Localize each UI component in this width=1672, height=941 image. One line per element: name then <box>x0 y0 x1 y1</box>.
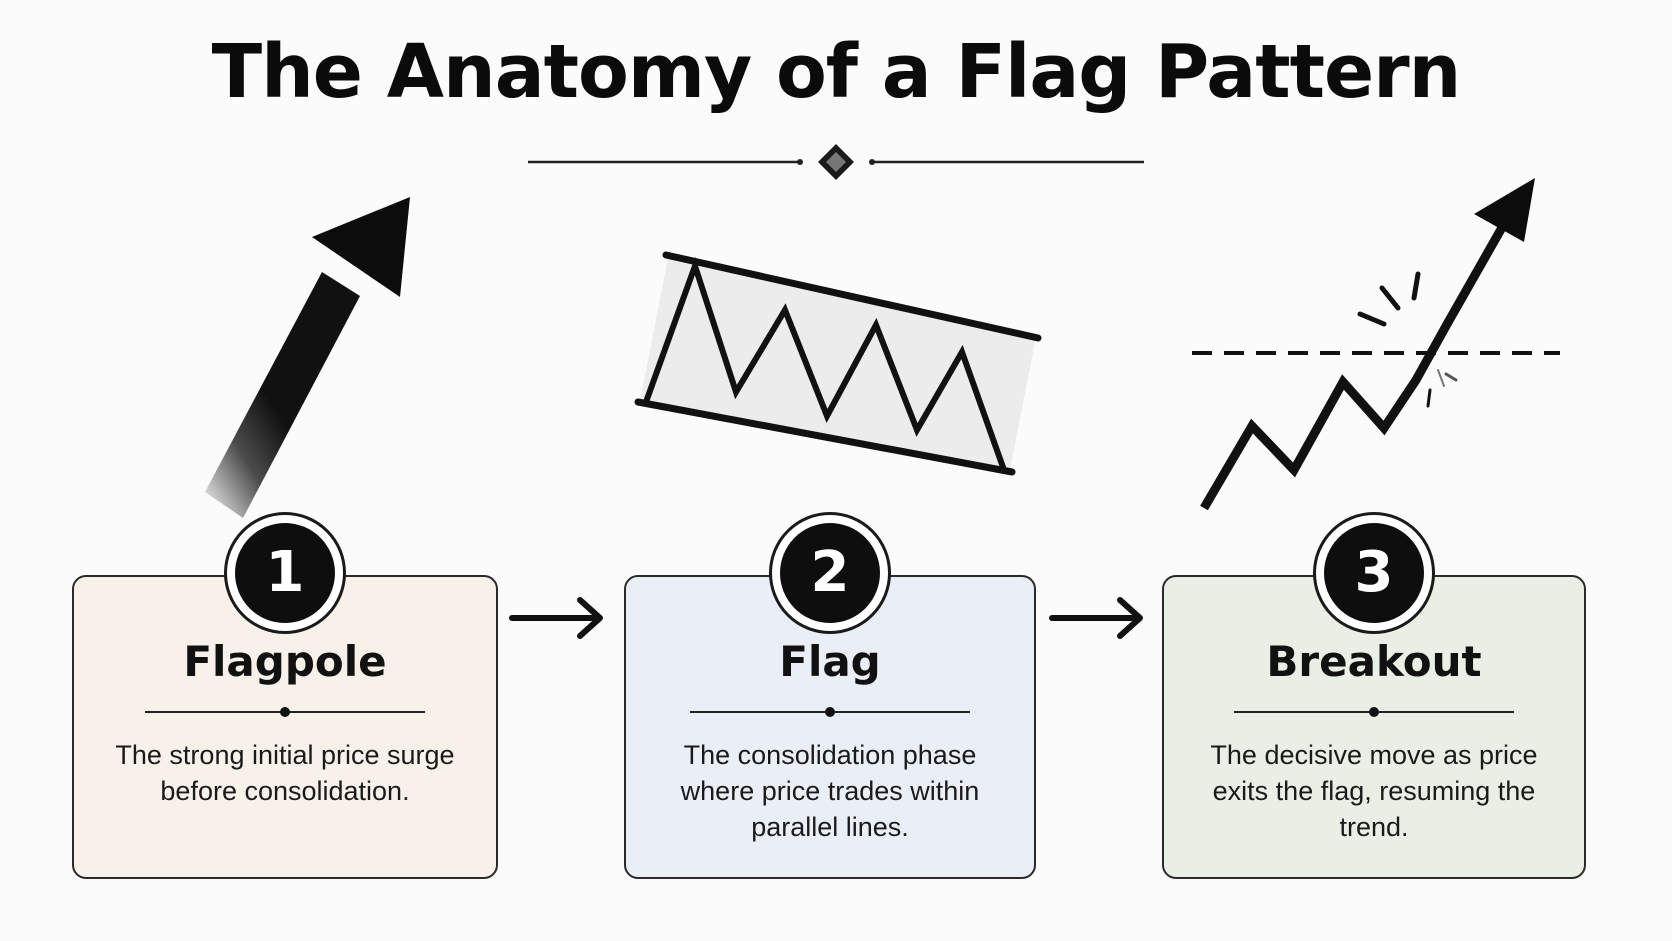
page-title: The Anatomy of a Flag Pattern <box>211 29 1462 115</box>
step-description: The decisive move as price exits the fla… <box>1210 740 1538 842</box>
diamond-ornament-icon <box>818 144 854 180</box>
step-divider <box>690 707 970 717</box>
step-number: 3 <box>1324 523 1424 623</box>
right-arrow-icon <box>1049 597 1143 639</box>
step-title: Flag <box>779 637 881 686</box>
step-number-badge: 1 <box>224 512 346 634</box>
flagpole-arrow-icon <box>205 197 410 518</box>
step-card-flagpole: 1 Flagpole The strong initial price surg… <box>72 512 498 879</box>
step-number-badge: 3 <box>1313 512 1435 634</box>
step-card-breakout: 3 Breakout The decisive move as price ex… <box>1162 512 1586 879</box>
step-description: The strong initial price surge before co… <box>115 740 455 806</box>
right-arrow-icon <box>509 597 603 639</box>
breakout-arrow-icon <box>1192 178 1560 511</box>
step-number: 2 <box>780 523 880 623</box>
step-divider <box>1234 707 1514 717</box>
step-divider <box>145 707 425 717</box>
step-title: Flagpole <box>183 637 387 686</box>
flag-channel-icon <box>634 251 1042 476</box>
step-number-badge: 2 <box>769 512 891 634</box>
step-number: 1 <box>235 523 335 623</box>
step-card-flag: 2 Flag The consolidation phase where pri… <box>624 512 1036 879</box>
step-title: Breakout <box>1266 637 1482 686</box>
step-description: The consolidation phase where price trad… <box>680 740 980 842</box>
